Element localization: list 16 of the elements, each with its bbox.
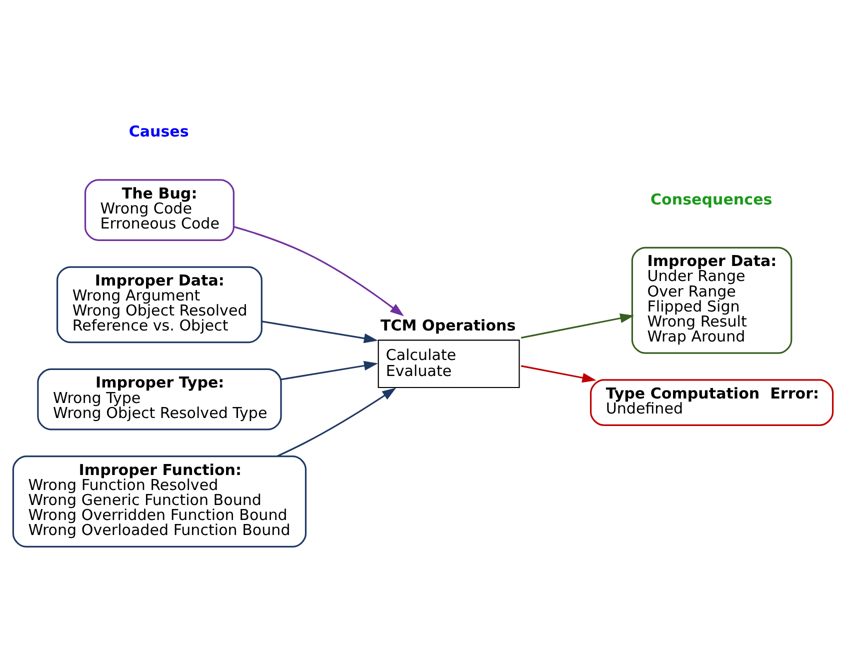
node-box: Improper Function: Wrong Function Resolved Wrong Generic Function Bound Wrong Overridden Function Bound Wrong Overloaded Function Bound [12, 455, 307, 547]
node-box: Improper Data: Wrong Argument Wrong Object Resolved Reference vs. Object [56, 266, 262, 343]
label: Consequences [650, 190, 772, 208]
arrow [520, 312, 634, 338]
arrow [234, 226, 404, 316]
node-box: Type Computation Error: Undefined [590, 378, 834, 426]
node-box: Improper Type: Wrong Type Wrong Object Resolved Type [37, 368, 282, 430]
node-box: Improper Data: Under Range Over Range Flipped Sign Wrong Result Wrap Around [631, 246, 792, 354]
arrow [281, 360, 378, 380]
node-box: The Bug: Wrong Code Erroneous Code [84, 178, 234, 240]
label: Causes [128, 122, 189, 140]
arrow [276, 387, 396, 456]
node-box: Calculate Evaluate [378, 339, 520, 388]
node-label: TCM Operations [380, 316, 516, 334]
arrow [520, 364, 596, 382]
arrow [262, 320, 378, 343]
